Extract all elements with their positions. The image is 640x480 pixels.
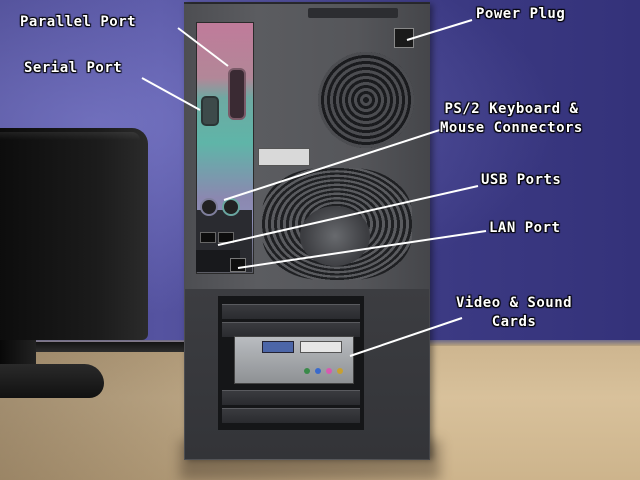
ps2-mouse-port <box>222 198 240 216</box>
label-cards-line1: Video & Sound <box>456 295 573 311</box>
audio-jack <box>304 368 310 374</box>
label-parallel-port: Parallel Port <box>20 14 137 30</box>
vga-connector <box>262 341 294 353</box>
monitor <box>0 128 148 340</box>
monitor-base <box>0 364 104 398</box>
callout-line-serial <box>141 77 201 111</box>
callout-line-power <box>406 19 473 41</box>
label-video-sound-cards: Video & Sound Cards <box>456 294 572 332</box>
label-lan-port: LAN Port <box>489 220 561 236</box>
serial-sticker <box>258 148 310 166</box>
label-ps2-line1: PS/2 Keyboard & <box>444 101 579 117</box>
audio-jack <box>326 368 332 374</box>
label-ps2-connectors: PS/2 Keyboard & Mouse Connectors <box>440 100 583 138</box>
expansion-slot-cover <box>222 304 360 319</box>
tower-handle <box>308 8 398 18</box>
label-serial-port: Serial Port <box>24 60 123 76</box>
lan-port <box>230 258 246 272</box>
io-bottom-block <box>196 250 240 272</box>
label-ps2-line2: Mouse Connectors <box>440 120 583 136</box>
ps2-keyboard-port <box>200 198 218 216</box>
keyboard <box>0 342 200 352</box>
parallel-port <box>228 68 246 120</box>
usb-port <box>200 232 216 243</box>
expansion-slot-cover <box>222 408 360 423</box>
audio-jack <box>337 368 343 374</box>
callout-line-cards <box>349 317 463 357</box>
audio-jack <box>315 368 321 374</box>
dvi-connector <box>300 341 342 353</box>
upper-fan-grille <box>318 52 414 148</box>
label-cards-line2: Cards <box>491 314 537 330</box>
callout-line-ps2 <box>223 125 453 201</box>
label-usb-ports: USB Ports <box>481 172 562 188</box>
serial-port <box>201 96 219 126</box>
expansion-slot-cover <box>222 390 360 405</box>
callout-line-usb <box>217 185 479 246</box>
expansion-slot-cover <box>222 322 360 337</box>
label-power-plug: Power Plug <box>476 6 566 22</box>
callout-line-lan <box>237 230 487 269</box>
callout-line-parallel <box>177 27 229 67</box>
monitor-highlight <box>0 132 140 140</box>
